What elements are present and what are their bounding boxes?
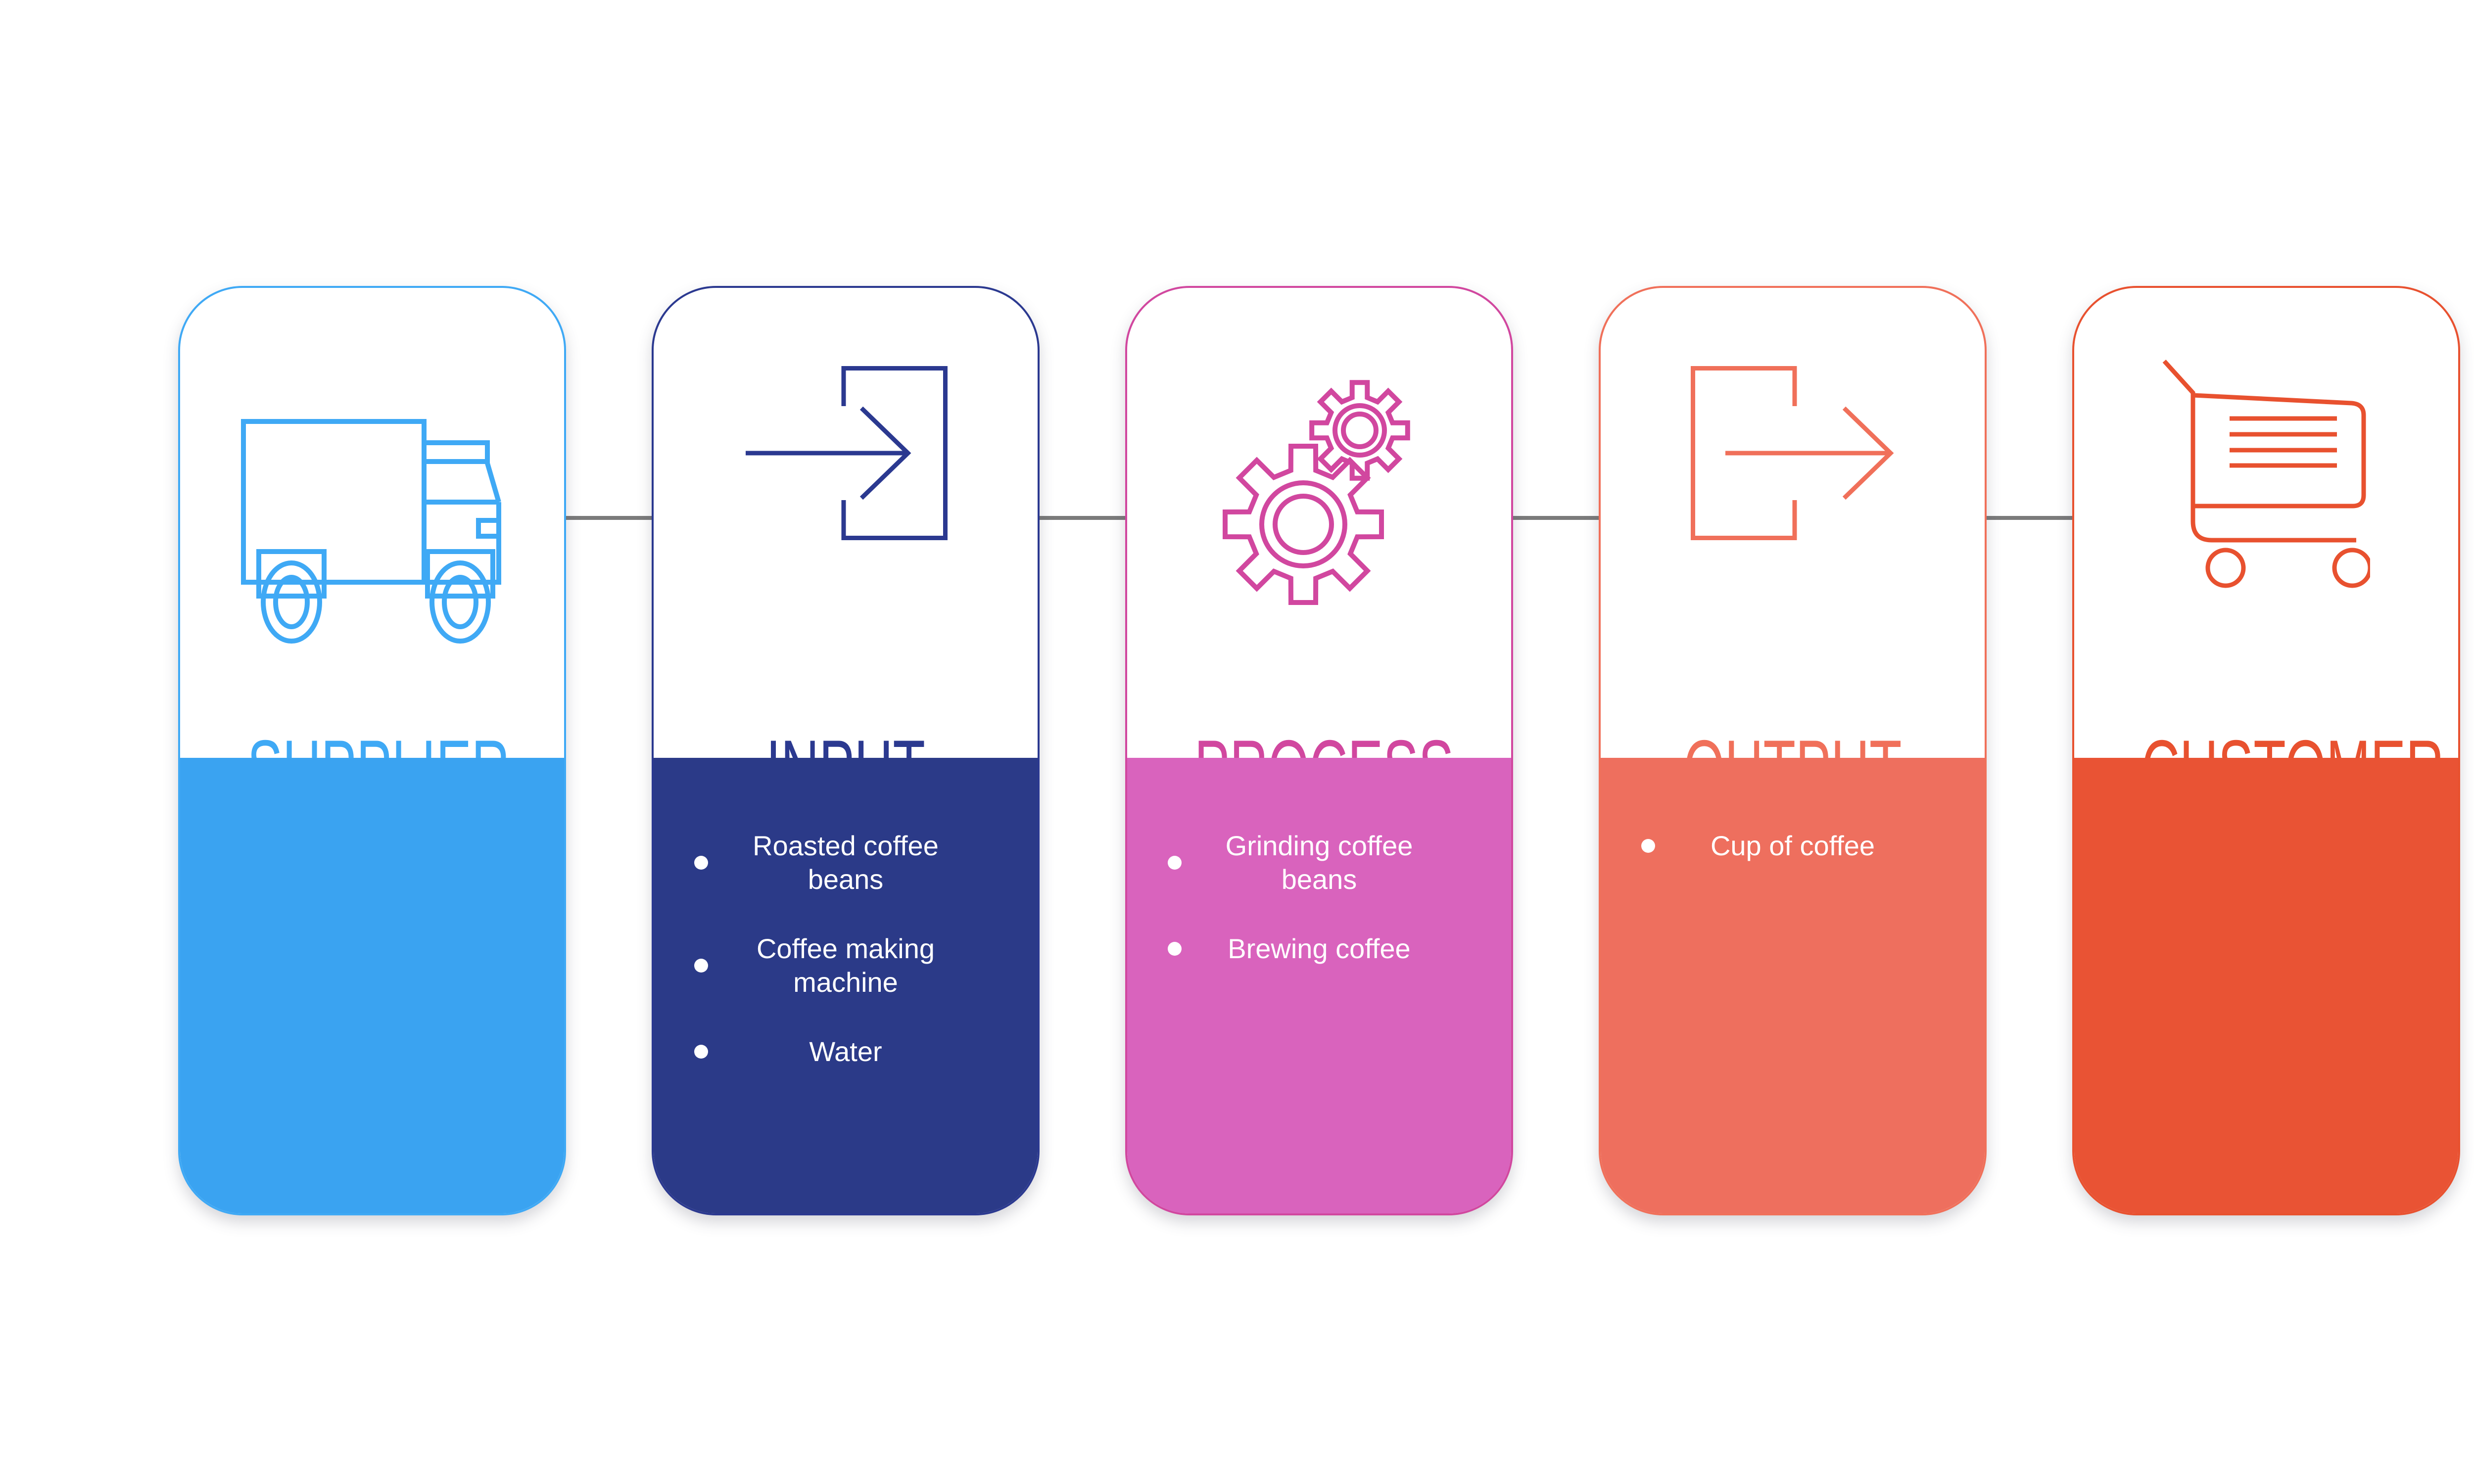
list-item: Cup of coffee (1630, 829, 1955, 863)
bullet-list-output: Cup of coffee (1601, 758, 1985, 863)
card-supplier: SUPPLIER (178, 286, 566, 1215)
gears-icon (1203, 373, 1435, 620)
bullet-dot (694, 959, 708, 973)
card-fill-supplier (180, 758, 564, 1213)
card-customer: CUSTOMER (2072, 286, 2460, 1215)
card-fill-output: Cup of coffee (1601, 758, 1985, 1213)
list-item: Brewing coffee (1157, 932, 1481, 966)
shopping-cart-icon (2162, 358, 2370, 591)
card-fill-customer (2074, 758, 2458, 1213)
login-arrow-icon (744, 366, 948, 540)
list-item: Water (683, 1035, 1008, 1068)
bullet-dot (1168, 942, 1182, 956)
bullet-dot (694, 856, 708, 870)
logout-arrow-icon (1691, 366, 1895, 540)
bullet-dot (1168, 856, 1182, 870)
bullet-dot (694, 1045, 708, 1059)
bullet-dot (1641, 839, 1655, 853)
delivery-truck-icon (241, 419, 503, 647)
card-output: OUTPUT Cup of coffee (1599, 286, 1987, 1215)
